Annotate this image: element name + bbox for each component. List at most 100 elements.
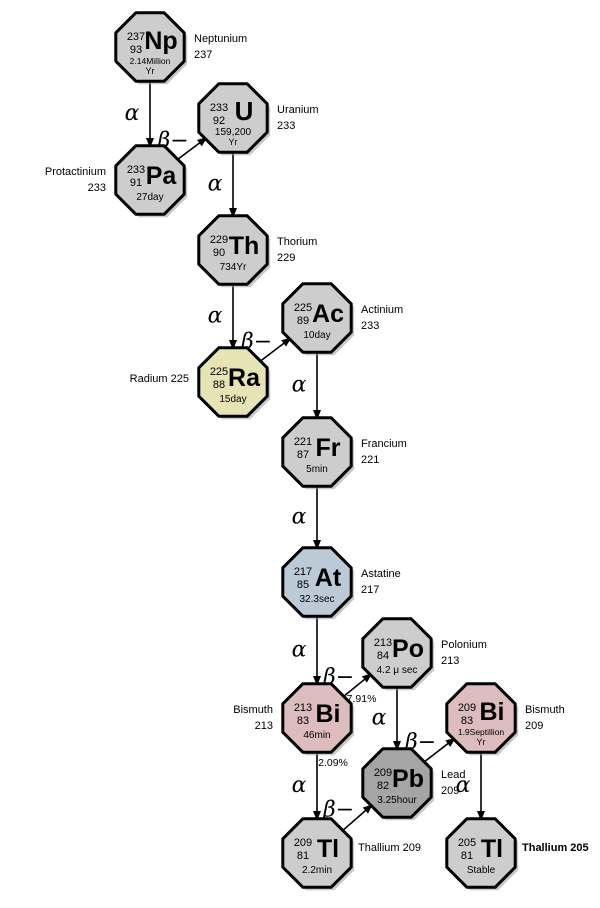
element-symbol: Bi: [316, 700, 341, 728]
element-symbol: Pb: [392, 765, 424, 793]
element-name: Uranium: [277, 104, 319, 116]
half-life: 32.3sec: [299, 594, 334, 605]
half-life: 734Yr: [220, 262, 247, 273]
mass-number: 229: [210, 234, 228, 246]
atomic-number: 82: [377, 780, 389, 792]
mass-number: 213: [294, 702, 312, 714]
half-life: 2.2min: [302, 865, 332, 876]
decay-mode-label: α: [372, 706, 387, 731]
decay-mode-label: α: [292, 505, 307, 530]
atomic-number: 81: [461, 850, 473, 862]
decay-mode-label: α: [208, 172, 223, 197]
mass-number: 225: [294, 302, 312, 314]
element-mass-label: 217: [361, 584, 379, 596]
decay-arrow-pb209-bi209: [421, 737, 456, 765]
half-life: 2.14Million: [130, 56, 171, 66]
element-mass-label: 229: [277, 252, 295, 264]
element-name: Polonium: [441, 639, 487, 651]
half-life: 5min: [306, 464, 328, 475]
decay-arrow-pa233-u233: [175, 137, 208, 162]
octagon-node-shape: [361, 747, 433, 819]
element-name: Bismuth: [233, 704, 273, 716]
element-symbol: Pa: [146, 162, 178, 190]
atomic-number: 89: [297, 315, 309, 327]
half-life: 27day: [136, 192, 163, 203]
half-life: 4.2 μ sec: [377, 665, 418, 676]
element-symbol: U: [235, 96, 254, 126]
mass-number: 209: [458, 702, 476, 714]
octagon-node-shape: [361, 617, 433, 689]
element-mass-label: 233: [277, 120, 295, 132]
decay-mode-label: α: [208, 304, 223, 329]
element-mass-label: 233: [88, 182, 106, 194]
half-life: 10day: [303, 330, 330, 341]
element-name: Protactinium: [45, 166, 106, 178]
half-life: Stable: [467, 865, 496, 876]
half-life-unit: Yr: [477, 737, 486, 747]
mass-number: 237: [127, 31, 145, 43]
element-symbol: Np: [144, 27, 177, 55]
half-life: 1.9Septillion: [458, 727, 505, 737]
element-mass-label: 209: [441, 785, 459, 797]
element-name: Francium: [361, 438, 407, 450]
octagon-node-shape: [197, 214, 269, 286]
octagon-node-shape: [281, 817, 353, 889]
element-symbol: Bi: [480, 698, 505, 726]
octagon-node-shape: [114, 144, 186, 216]
half-life: 46min: [303, 730, 330, 741]
mass-number: 209: [374, 767, 392, 779]
half-life-unit: Yr: [146, 66, 155, 76]
element-symbol: Fr: [316, 434, 341, 462]
element-symbol: Th: [229, 232, 260, 260]
element-name: Radium 225: [130, 373, 189, 385]
atomic-number: 83: [297, 715, 309, 727]
decay-mode-label: α: [292, 373, 307, 398]
decay-mode-label: α: [292, 773, 307, 798]
element-name: Thallium 205: [522, 842, 589, 854]
element-name: Thorium: [277, 236, 317, 248]
element-mass-label: 213: [441, 655, 459, 667]
element-mass-label: 213: [255, 720, 273, 732]
octagon-node-shape: [114, 11, 186, 83]
half-life: 15day: [219, 394, 246, 405]
atomic-number: 91: [130, 177, 142, 189]
mass-number: 225: [210, 366, 228, 378]
element-mass-label: 221: [361, 454, 379, 466]
element-mass-label: 237: [194, 49, 212, 61]
element-name: Bismuth: [525, 704, 565, 716]
octagon-node-shape: [445, 817, 517, 889]
element-symbol: Po: [392, 635, 424, 663]
octagon-node-shape: [445, 682, 517, 754]
element-name: Lead: [441, 769, 465, 781]
element-symbol: At: [315, 564, 342, 592]
atomic-number: 84: [377, 650, 389, 662]
half-life: 159,200: [215, 127, 252, 138]
mass-number: 205: [458, 837, 476, 849]
element-symbol: Ra: [228, 364, 261, 392]
decay-arrow-ra225-ac225: [257, 337, 292, 364]
decay-mode-label: α: [292, 638, 307, 663]
atomic-number: 83: [461, 715, 473, 727]
mass-number: 233: [127, 164, 145, 176]
atomic-number: 93: [130, 44, 142, 56]
atomic-number: 85: [297, 579, 309, 591]
element-name: Neptunium: [194, 33, 247, 45]
element-name: Astatine: [361, 568, 401, 580]
octagon-node-shape: [281, 282, 353, 354]
branch-ratio-label: 2.09%: [318, 757, 348, 769]
element-mass-label: 233: [361, 320, 379, 332]
octagon-node-shape: [281, 416, 353, 488]
mass-number: 213: [374, 637, 392, 649]
mass-number: 221: [294, 436, 312, 448]
